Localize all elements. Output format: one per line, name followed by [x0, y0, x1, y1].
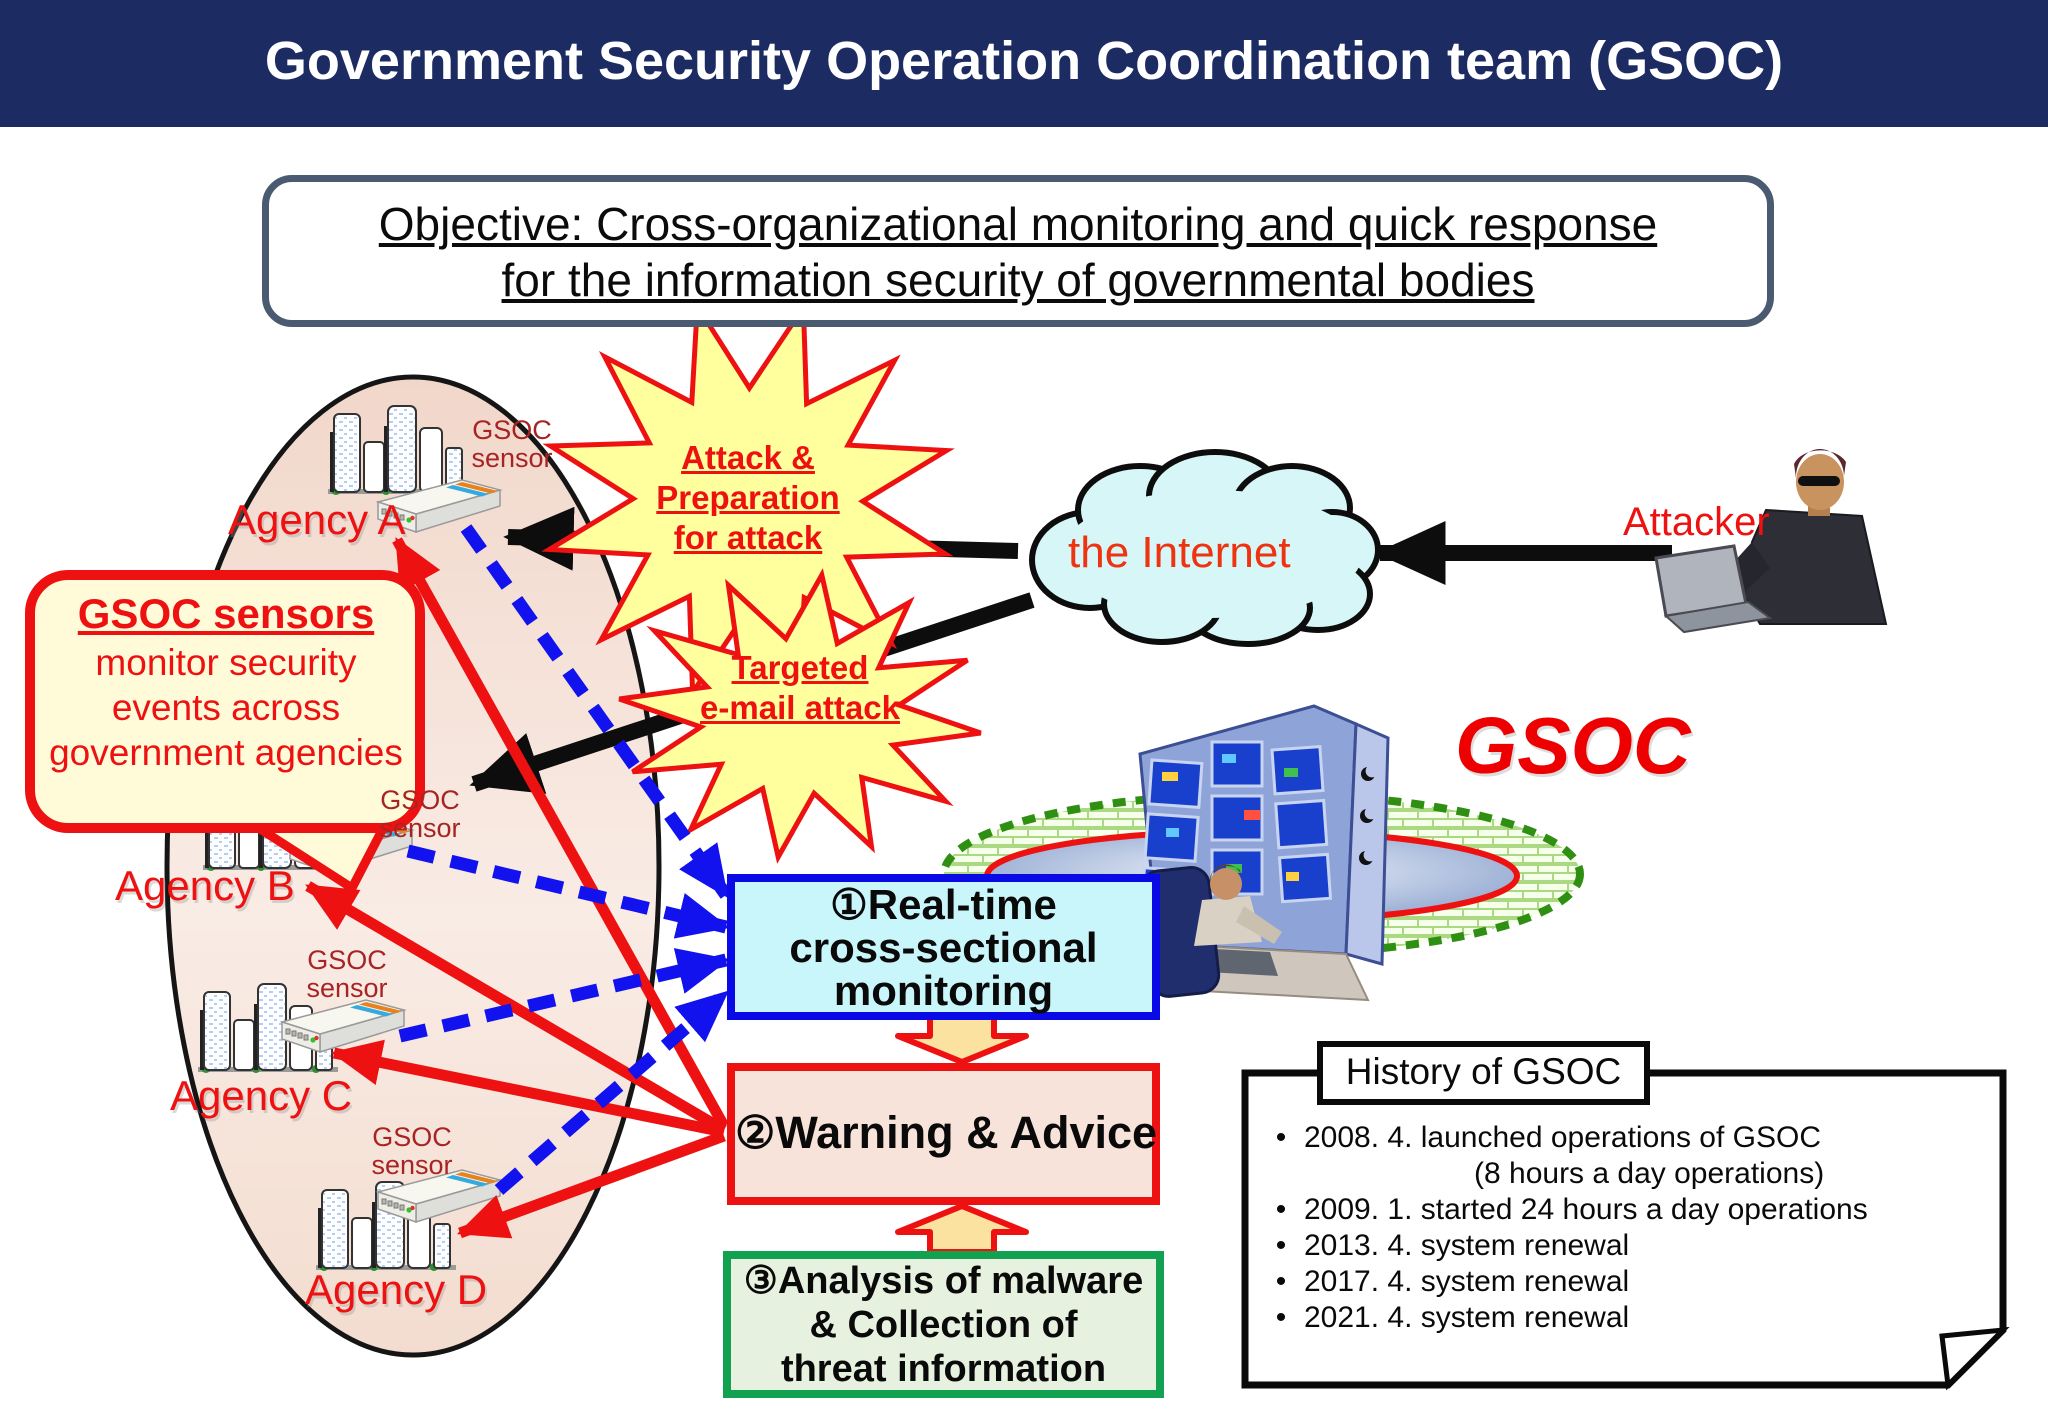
bullet-icon: •: [1275, 1229, 1287, 1262]
arrow-warning-to-agency-a: [392, 537, 729, 1129]
arrow-warning-to-agency-b: [305, 881, 727, 1135]
callout-line3: government agencies: [49, 732, 403, 773]
sensor-links: [398, 524, 732, 1195]
link-sensor-b: [406, 844, 730, 939]
arrow-warning-to-agency-d: [456, 1130, 726, 1239]
internet-label: the Internet: [1068, 528, 1291, 577]
monitoring-line2: cross-sectional: [789, 924, 1098, 971]
history-list: • 2008. 4. launched operations of GSOC (…: [1258, 1120, 1988, 1336]
block-arrow-down: [895, 1013, 1029, 1065]
monitoring-line1: ①Real-time: [830, 881, 1057, 928]
callout-line2: events across: [111, 687, 341, 728]
monitoring-box: ①Real-time cross-sectional monitoring: [727, 874, 1160, 1020]
arrow-warning-to-agency-c: [330, 1039, 726, 1138]
page-title: Government Security Operation Coordinati…: [264, 31, 1784, 91]
bullet-icon: •: [1275, 1193, 1287, 1226]
agency-b-label: Agency B: [115, 862, 295, 909]
bullet-icon: •: [1275, 1265, 1287, 1298]
analysis-line3: threat information: [780, 1348, 1107, 1390]
control-room: [1108, 704, 1390, 1002]
agency-d-label: Agency D: [305, 1266, 488, 1313]
history-item: • 2017. 4. system renewal: [1258, 1264, 1988, 1300]
header-bar: Government Security Operation Coordinati…: [0, 0, 2048, 127]
link-sensor-d: [494, 988, 731, 1195]
objective-box: Objective: Cross-organizational monitori…: [262, 175, 1774, 327]
history-title: History of GSOC: [1345, 1051, 1622, 1092]
targeted-email-label: Targeted e-mail attack: [700, 649, 900, 726]
history-item: • 2009. 1. started 24 hours a day operat…: [1258, 1192, 1988, 1228]
starburst-targeted-email: [618, 568, 982, 864]
warning-advice-box: ②Warning & Advice: [727, 1063, 1160, 1205]
agency-c-label: Agency C: [170, 1072, 353, 1119]
agency-a-label: Agency A: [228, 496, 406, 543]
history-item: • 2021. 4. system renewal: [1258, 1300, 1988, 1336]
callout-line1: monitor security: [95, 642, 357, 683]
history-item-sub: (8 hours a day operations): [1474, 1157, 1825, 1190]
link-sensor-c: [398, 948, 730, 1043]
gsoc-sensors-bubble: [25, 570, 425, 893]
gsoc-sensors-callout: GSOC sensors monitor security events acr…: [42, 588, 410, 775]
history-item: • 2013. 4. system renewal: [1258, 1228, 1988, 1264]
bullet-icon: •: [1275, 1301, 1287, 1334]
sensor-a-label: GSOC sensor: [471, 415, 553, 473]
objective-line1: Objective: Cross-organizational monitori…: [378, 198, 1658, 250]
analysis-line2: & Collection of: [809, 1304, 1078, 1346]
history-note-shape: [1241, 1069, 2010, 1391]
attacker-label: Attacker: [1623, 500, 1770, 544]
internet-cloud: [1029, 449, 1381, 647]
attack-preparation-label: Attack & Preparation for attack: [656, 439, 840, 556]
warning-arrows: [305, 537, 729, 1239]
callout-title: GSOC sensors: [77, 590, 375, 637]
sensor-b-label: GSOC sensor: [379, 785, 461, 843]
screen-icons: [1162, 754, 1299, 881]
history-title-box: History of GSOC: [1317, 1041, 1650, 1105]
analysis-line1: ③Analysis of malware: [743, 1260, 1144, 1302]
attacker-figure: [1654, 448, 1888, 634]
sensor-d-label: GSOC sensor: [371, 1122, 453, 1180]
warning-label: ②Warning & Advice: [735, 1107, 1158, 1158]
objective-line2: for the information security of governme…: [501, 254, 1535, 306]
gsoc-label: GSOC: [1455, 701, 1691, 790]
history-item: • 2008. 4. launched operations of GSOC: [1258, 1120, 1988, 1156]
analysis-box: ③Analysis of malware & Collection of thr…: [723, 1251, 1164, 1398]
block-arrow-up: [895, 1203, 1029, 1255]
sensor-c-label: GSOC sensor: [306, 945, 388, 1003]
monitoring-line3: monitoring: [833, 967, 1054, 1014]
link-sensor-a: [460, 524, 732, 899]
tower-crescents: [1359, 764, 1379, 865]
bullet-icon: •: [1275, 1121, 1287, 1154]
